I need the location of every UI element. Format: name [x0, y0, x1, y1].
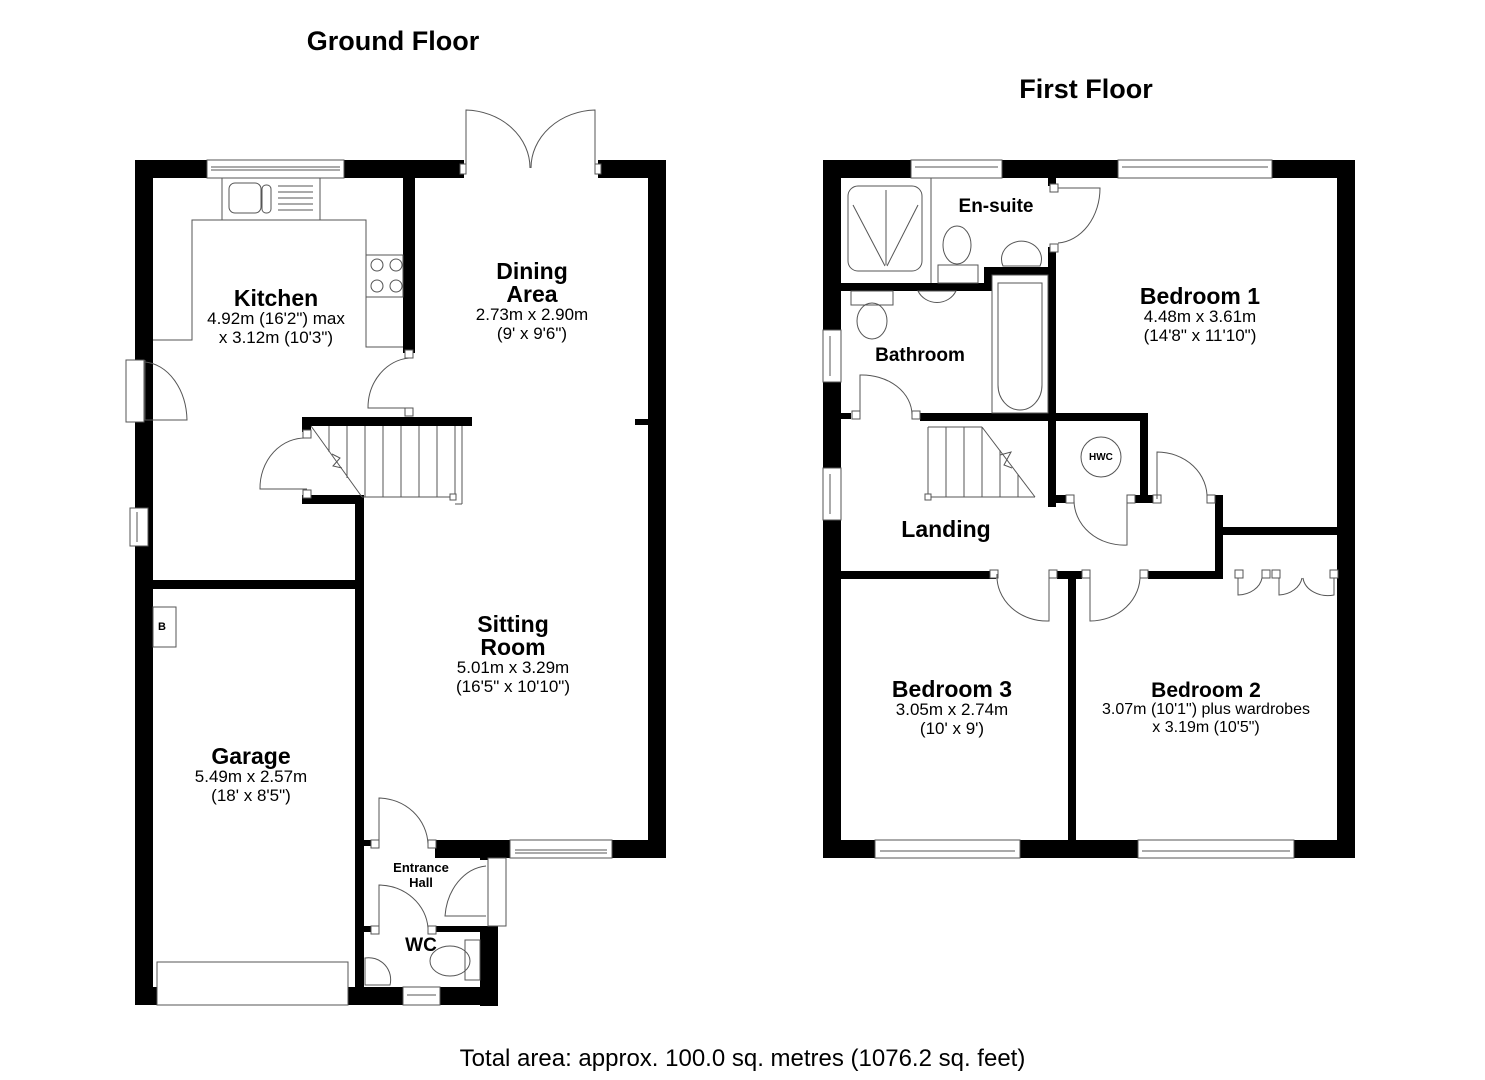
ground-floor-title: Ground Floor	[306, 26, 480, 56]
front-door	[444, 857, 507, 927]
room-entrance-hall: Entrance Hall	[393, 860, 449, 891]
room-garage: Garage 5.49m x 2.57m (18' x 8'5")	[195, 745, 307, 805]
window	[822, 467, 842, 521]
room-dining-area: Dining Area 2.73m x 2.90m (9' x 9'6")	[476, 260, 588, 343]
room-name: Hall	[409, 874, 433, 890]
wardrobe-doors	[1234, 569, 1339, 597]
room-en-suite: En-suite	[959, 197, 1034, 216]
room-name: Garage	[211, 743, 291, 769]
room-landing: Landing	[901, 518, 990, 541]
window	[206, 159, 345, 179]
room-name: Bedroom 2	[1151, 679, 1261, 702]
door	[259, 429, 312, 499]
first-floor-plan	[822, 159, 1355, 859]
french-doors	[459, 109, 602, 175]
door	[989, 569, 1058, 622]
room-name: Sitting	[477, 611, 549, 637]
window	[402, 986, 441, 1006]
room-bedroom-1: Bedroom 1 4.48m x 3.61m (14'8" x 11'10")	[1140, 285, 1260, 345]
total-area-caption: Total area: approx. 100.0 sq. metres (10…	[459, 1045, 1026, 1072]
room-dimensions: (14'8" x 11'10")	[1143, 325, 1257, 345]
door	[1049, 183, 1101, 253]
room-dimensions: 5.01m x 3.29m	[456, 658, 570, 677]
room-dimensions: (18' x 8'5")	[211, 785, 291, 805]
wall-west	[135, 160, 153, 1005]
room-dimensions: 5.49m x 2.57m	[194, 767, 308, 786]
door	[367, 349, 414, 417]
ground-floor-plan	[125, 109, 666, 1006]
room-name: Bedroom 1	[1139, 283, 1261, 309]
boiler	[152, 606, 177, 648]
hwc-tag: HWC	[1089, 452, 1113, 463]
room-name: Room	[480, 634, 546, 660]
staircase	[924, 426, 1036, 501]
staircase	[310, 425, 463, 505]
room-name: Bathroom	[875, 345, 965, 366]
hot-water-cylinder	[1080, 436, 1122, 478]
door	[1152, 451, 1216, 504]
shower	[847, 185, 923, 272]
door	[370, 884, 437, 935]
room-wc: WC	[405, 936, 437, 955]
room-bedroom-3: Bedroom 3 3.05m x 2.74m (10' x 9')	[892, 678, 1012, 738]
room-dimensions: (16'5" x 10'10")	[455, 676, 571, 696]
room-name: Area	[506, 281, 558, 307]
room-name: Landing	[901, 516, 991, 542]
window	[1117, 159, 1273, 179]
window	[822, 329, 842, 383]
room-dimensions: x 3.12m (10'3")	[218, 327, 334, 347]
room-dimensions: (10' x 9')	[919, 718, 985, 738]
door	[125, 359, 188, 423]
room-name: Bedroom 3	[891, 676, 1013, 702]
window	[910, 159, 1003, 179]
room-dimensions: x 3.19m (10'5")	[1152, 718, 1260, 736]
door	[1081, 569, 1149, 622]
room-kitchen: Kitchen 4.92m (16'2") max x 3.12m (10'3"…	[207, 287, 345, 347]
room-name: En-suite	[958, 196, 1034, 217]
room-dimensions: 3.05m x 2.74m	[895, 700, 1009, 719]
room-sitting-room: Sitting Room 5.01m x 3.29m (16'5" x 10'1…	[456, 613, 570, 696]
window	[1137, 839, 1295, 859]
door	[851, 374, 921, 420]
room-dimensions: 2.73m x 2.90m	[475, 305, 589, 324]
room-name: Kitchen	[233, 285, 319, 311]
room-bathroom: Bathroom	[875, 346, 965, 365]
first-floor-title: First Floor	[1019, 74, 1153, 104]
room-dimensions: 4.92m (16'2") max	[207, 309, 345, 328]
room-dimensions: 4.48m x 3.61m	[1143, 307, 1257, 326]
window	[874, 839, 1021, 859]
window	[509, 839, 613, 859]
kitchen-units	[153, 178, 404, 348]
door	[370, 797, 437, 849]
window	[129, 507, 149, 547]
garage-door	[156, 961, 349, 1006]
room-name: WC	[405, 935, 437, 956]
room-name: Entrance	[393, 860, 449, 875]
boiler-tag: B	[158, 621, 166, 633]
room-dimensions: 3.07m (10'1") plus wardrobes	[1102, 701, 1310, 718]
room-dimensions: (9' x 9'6")	[496, 323, 568, 343]
room-name: Dining	[496, 258, 568, 284]
room-bedroom-2: Bedroom 2 3.07m (10'1") plus wardrobes x…	[1102, 680, 1310, 736]
door	[1065, 494, 1136, 546]
